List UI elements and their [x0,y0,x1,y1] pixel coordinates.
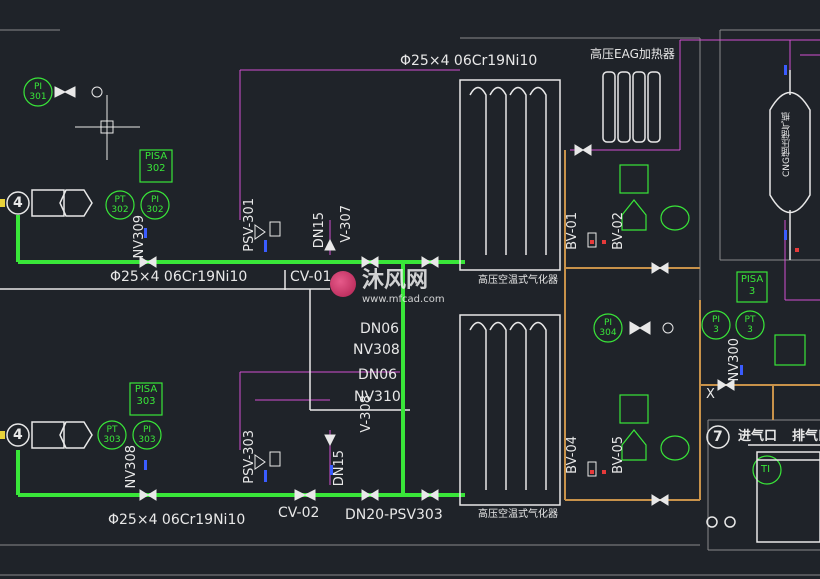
pi-right-a-line2: 3 [713,325,719,335]
pi-right-a-line1: PI [711,315,721,325]
pt-303-line1: PT [106,425,118,435]
tag-valve-mid [629,321,674,335]
pisa-right-line1: PISA [740,274,764,285]
vaporizer-top-label: 高压空温式气化器 [478,275,558,286]
white-lines [0,270,410,411]
dn15-top-label: DN15 [312,212,327,249]
cv-01-label: CV-01 [290,269,332,285]
tag-mid-line2: 304 [599,328,617,338]
pi-303-line2: 303 [138,435,156,445]
pisa-302-line1: PISA [144,151,168,162]
inlet-label: 进气口 [738,429,778,444]
tag-top-left-line2: 301 [29,92,47,102]
pipe-spec-top: Φ25×4 06Cr19Ni10 [400,53,538,69]
cv-02-label: CV-02 [278,505,320,521]
main-process-lines [16,215,465,497]
pi-303-line1: PI [142,425,152,435]
dn06-a-label: DN06 [360,321,400,337]
pi-right-a-tag: PI 3 [703,315,729,335]
nv-308-left-label: NV308 [124,445,139,489]
bv-01-label: BV-01 [565,212,580,250]
pt-302-line2: 302 [111,205,129,215]
pipe-spec-bottom: Φ25×4 06Cr19Ni10 [108,512,246,528]
unit-7-number: 7 [713,429,723,445]
watermark-text: 沐风网 www.mfcad.com [362,262,445,305]
tag-valve-topleft [54,86,103,98]
relief-valves [254,221,597,477]
pipe-spec-mid: Φ25×4 06Cr19Ni10 [110,269,248,285]
tag-mid-line1: PI [603,318,613,328]
pt-303-tag: PT 303 [99,425,125,445]
pump-unit-bottom [6,421,93,449]
frame-lines [0,29,820,576]
pisa-right-tag: PISA 3 [739,274,765,298]
pisa-303-tag: PISA 303 [132,384,160,408]
blue-markers [144,65,787,482]
pt-right-b-line1: PT [744,315,756,325]
bv-05-label: BV-05 [611,436,626,474]
pi-302-line1: PI [150,195,160,205]
nv-300-label: NV300 [727,338,742,382]
dn20-bottom-label: DN20-PSV303 [345,507,443,523]
bv-04-label: BV-04 [565,436,580,474]
tag-top-left: PI 301 [25,82,51,102]
pt-302-line1: PT [114,195,126,205]
pisa-303-line2: 303 [136,396,156,407]
pt-302-tag: PT 302 [107,195,133,215]
tag-top-left-line1: PI [33,82,43,92]
pisa-right-line2: 3 [748,286,756,297]
endpoints [0,199,5,439]
bv-02-label: BV-02 [611,212,626,250]
pi-302-tag: PI 302 [142,195,168,215]
eag-heater [602,71,661,143]
heater-title: 高压EAG加热器 [590,47,675,61]
pi-303-tag: PI 303 [134,425,160,445]
vaporizer-bottom [459,314,561,506]
vaporizer-bottom-label: 高压空温式气化器 [478,509,558,520]
instruments [23,77,806,485]
pi-302-line2: 302 [146,205,164,215]
watermark-url: www.mfcad.com [362,294,445,305]
nv-308-label: NV308 [353,342,400,358]
psv-303-label: PSV-303 [242,430,257,484]
cng-tank [769,70,811,260]
pipe-valves [139,144,735,506]
cursor-crosshair [75,95,140,160]
x-mark: X [706,387,715,402]
pisa-302-tag: PISA 302 [142,151,170,175]
nv-310-label: NV310 [354,389,401,405]
watermark: 沐风网 www.mfcad.com [330,262,445,305]
pt-303-line2: 303 [103,435,121,445]
v-307-label: V-307 [339,205,354,243]
pisa-303-line1: PISA [134,384,158,395]
pt-right-b-line2: 3 [747,325,753,335]
watermark-cn: 沐风网 [362,268,429,293]
dn06-b-label: DN06 [358,367,398,383]
pump-unit-top [6,189,93,217]
unit-4-top-number: 4 [13,195,23,211]
dn15-bottom-label: DN15 [332,450,347,487]
nv-309-label: NV309 [132,215,147,259]
pt-right-b-tag: PT 3 [737,315,763,335]
watermark-logo-icon [330,270,356,297]
outlet-label: 排气口 [792,429,820,444]
pisa-302-line2: 302 [146,163,166,174]
ti-label: TI [761,464,771,475]
cng-tank-label: CNG储压储气瓶 [782,112,792,177]
red-markers [590,240,799,474]
tag-mid: PI 304 [595,318,621,338]
vaporizer-top [459,79,561,271]
psv-301-label: PSV-301 [242,198,257,252]
unit-7-vessel [706,425,820,543]
unit-4-bottom-number: 4 [13,427,23,443]
